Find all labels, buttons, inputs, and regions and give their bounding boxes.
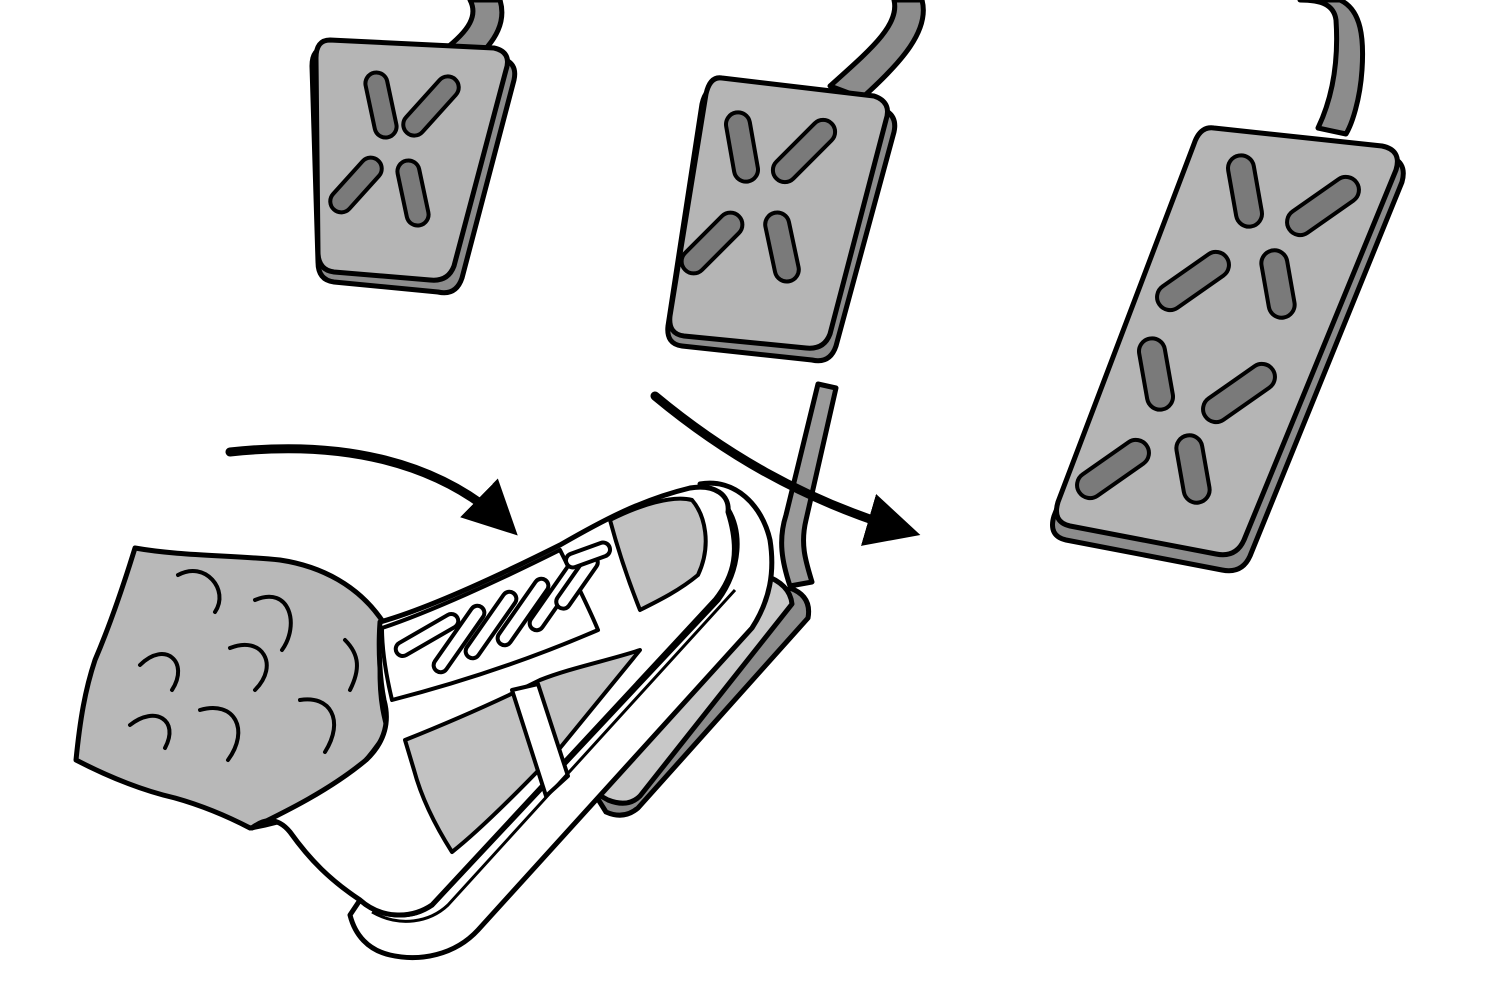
- shoe-grey-panel: [403, 648, 642, 854]
- shoe-toe-panel: [608, 496, 708, 612]
- arrow-away-from-pedal: [650, 391, 921, 546]
- shoe-stripe: [510, 682, 570, 798]
- arrow-toward-pedal: [225, 444, 518, 536]
- middle-pedal-arm: [827, 0, 926, 101]
- pressed-pedal-rod: [779, 381, 839, 589]
- middle-pedal: [665, 0, 926, 364]
- right-pedal: [1050, 0, 1406, 574]
- trouser-leg: [73, 545, 391, 831]
- left-pedal: [309, 0, 518, 296]
- shoe-sole-line: [371, 588, 737, 923]
- right-pedal-arm: [1297, 0, 1366, 137]
- shoe-on-pedal: [249, 480, 775, 961]
- shoe-laces: [393, 540, 613, 675]
